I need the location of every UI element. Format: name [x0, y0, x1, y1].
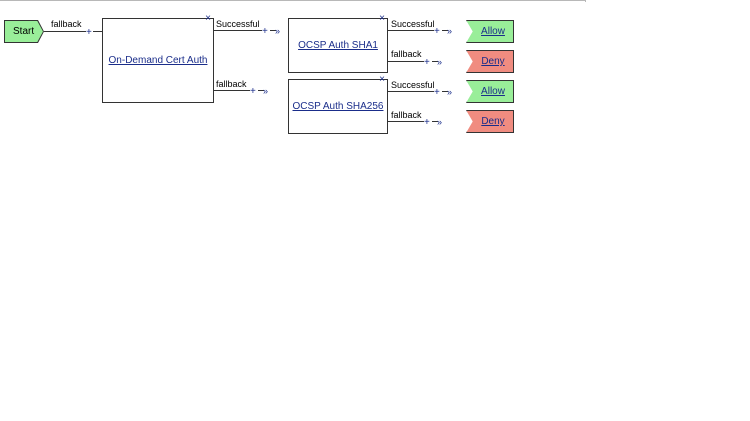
- plus-icon[interactable]: +: [424, 57, 430, 68]
- arrow-icon: »: [437, 117, 442, 127]
- terminal-allow-1[interactable]: Allow: [466, 20, 514, 43]
- close-icon[interactable]: ×: [205, 13, 211, 24]
- top-border-end: [585, 0, 586, 2]
- terminal-allow-1-link[interactable]: Allow: [481, 26, 505, 37]
- start-label: Start: [13, 26, 35, 37]
- edge-label-start-fallback: fallback: [51, 19, 82, 29]
- terminal-allow-2[interactable]: Allow: [466, 80, 514, 103]
- plus-icon[interactable]: +: [424, 117, 430, 128]
- plus-icon[interactable]: +: [434, 26, 440, 37]
- close-icon[interactable]: ×: [379, 13, 385, 24]
- terminal-allow-2-link[interactable]: Allow: [481, 86, 505, 97]
- edge-label-sha256-fallback: fallback: [391, 110, 422, 120]
- node-sha1-link[interactable]: OCSP Auth SHA1: [298, 40, 378, 51]
- arrow-icon: »: [263, 86, 268, 96]
- edge-label-sha1-successful: Successful: [391, 19, 435, 29]
- arrow-icon: »: [275, 26, 280, 36]
- arrow-icon: »: [447, 26, 452, 36]
- terminal-deny-2[interactable]: Deny: [466, 110, 514, 133]
- node-ondemand-cert-auth[interactable]: × On-Demand Cert Auth: [102, 14, 214, 103]
- close-icon[interactable]: ×: [379, 74, 385, 85]
- edge-label-ondemand-fallback: fallback: [216, 79, 247, 89]
- node-ocsp-sha1[interactable]: × OCSP Auth SHA1: [288, 14, 388, 73]
- edge-label-sha256-successful: Successful: [391, 80, 435, 90]
- node-sha256-link[interactable]: OCSP Auth SHA256: [292, 101, 384, 112]
- terminal-deny-1[interactable]: Deny: [466, 50, 514, 73]
- terminal-deny-2-link[interactable]: Deny: [481, 116, 505, 127]
- node-ondemand-link[interactable]: On-Demand Cert Auth: [108, 55, 208, 66]
- edge-label-ondemand-successful: Successful: [216, 19, 260, 29]
- plus-icon[interactable]: +: [86, 27, 92, 38]
- arrow-icon: »: [437, 57, 442, 67]
- top-border-line: [0, 0, 585, 1]
- plus-icon[interactable]: +: [262, 26, 268, 37]
- plus-icon[interactable]: +: [434, 87, 440, 98]
- plus-icon[interactable]: +: [250, 86, 256, 97]
- node-ocsp-sha256[interactable]: × OCSP Auth SHA256: [288, 75, 388, 134]
- start-node[interactable]: Start: [5, 21, 43, 42]
- edge-label-sha1-fallback: fallback: [391, 49, 422, 59]
- arrow-icon: »: [447, 87, 452, 97]
- terminal-deny-1-link[interactable]: Deny: [481, 56, 505, 67]
